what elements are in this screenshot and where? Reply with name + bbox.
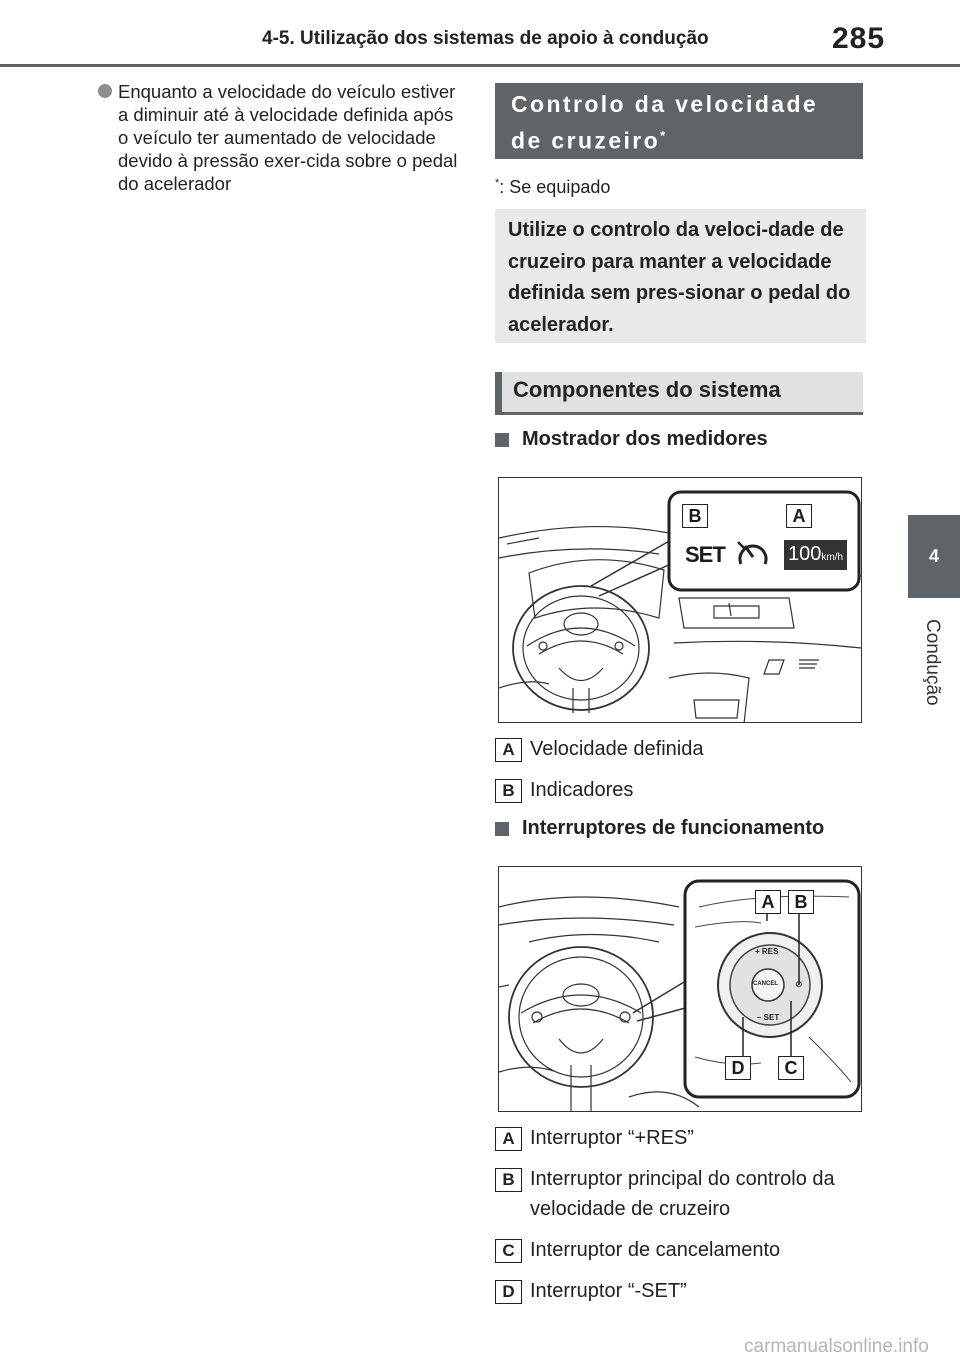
section-title: 4-5. Utilização dos sistemas de apoio à … bbox=[262, 28, 709, 49]
set-switch-text[interactable]: – SET bbox=[757, 1013, 780, 1022]
switch-heading: Interruptores de funcionamento bbox=[495, 817, 824, 840]
switch-legend-a: A Interruptor “+RES” bbox=[495, 1123, 694, 1153]
header-rule bbox=[0, 64, 960, 67]
callout-label-a: A bbox=[786, 504, 812, 528]
footnote-mark: * bbox=[495, 177, 500, 189]
footnote: *: Se equipado bbox=[495, 177, 610, 198]
res-switch-text[interactable]: + RES bbox=[755, 947, 779, 956]
page-number: 285 bbox=[832, 22, 886, 55]
set-speed-value: 100 bbox=[787, 543, 822, 565]
legend-badge: D bbox=[495, 1280, 522, 1304]
intro-box: Utilize o controlo da veloci-dade de cru… bbox=[495, 209, 866, 343]
chapter-tab[interactable]: 4 bbox=[908, 515, 960, 598]
switch-label-c: C bbox=[778, 1056, 804, 1080]
watermark-text: carmanualsonline.info bbox=[744, 1336, 929, 1357]
section-banner: Controlo da velocidade de cruzeiro* bbox=[495, 83, 863, 159]
legend-text: Indicadores bbox=[530, 779, 634, 801]
legend-text: Interruptor “+RES” bbox=[530, 1127, 694, 1149]
legend-text: Velocidade definida bbox=[530, 738, 704, 760]
square-bullet-icon bbox=[495, 821, 509, 836]
meter-heading: Mostrador dos medidores bbox=[495, 428, 768, 451]
set-speed-unit: km/h bbox=[821, 552, 844, 563]
legend-badge: A bbox=[495, 738, 522, 762]
components-banner: Componentes do sistema bbox=[495, 372, 863, 415]
asterisk-mark: * bbox=[660, 128, 668, 143]
set-indicator: SET bbox=[685, 542, 726, 567]
square-bullet-icon bbox=[495, 432, 509, 447]
cruise-indicator-icon bbox=[735, 536, 771, 575]
switch-figure: A B D C + RES CANCEL ⊘ – SET bbox=[498, 866, 862, 1112]
legend-badge: B bbox=[495, 779, 522, 803]
chapter-label: Condução bbox=[912, 612, 952, 712]
callout-label-b: B bbox=[682, 504, 708, 528]
switch-label-a: A bbox=[755, 890, 781, 914]
cruise-main-switch-icon[interactable]: ⊘ bbox=[795, 979, 803, 989]
bullet-text: Enquanto a velocidade do veículo estiver… bbox=[118, 81, 458, 194]
switch-legend-b: B Interruptor principal do controlo da v… bbox=[495, 1164, 865, 1224]
steering-switch-illustration bbox=[499, 879, 861, 1111]
switch-label-d: D bbox=[725, 1056, 751, 1080]
bullet-icon bbox=[98, 84, 112, 98]
legend-badge: B bbox=[495, 1168, 522, 1192]
cancel-switch-text[interactable]: CANCEL bbox=[753, 981, 778, 987]
section-banner-title: Controlo da velocidade de cruzeiro* bbox=[511, 91, 819, 154]
switch-legend-d: D Interruptor “-SET” bbox=[495, 1276, 687, 1306]
meter-heading-text: Mostrador dos medidores bbox=[522, 428, 768, 450]
meter-legend-b: B Indicadores bbox=[495, 775, 633, 805]
switch-label-b: B bbox=[788, 890, 814, 914]
switch-legend-c: C Interruptor de cancelamento bbox=[495, 1235, 780, 1265]
meter-legend-a: A Velocidade definida bbox=[495, 734, 703, 764]
legend-text: Interruptor de cancelamento bbox=[530, 1239, 781, 1261]
legend-text: Interruptor “-SET” bbox=[530, 1280, 687, 1302]
legend-text: Interruptor principal do controlo da vel… bbox=[530, 1168, 835, 1220]
legend-badge: C bbox=[495, 1239, 522, 1263]
footnote-text: : Se equipado bbox=[499, 177, 611, 197]
bullet-item: Enquanto a velocidade do veículo estiver… bbox=[98, 80, 468, 195]
switch-heading-text: Interruptores de funcionamento bbox=[522, 817, 825, 839]
legend-badge: A bbox=[495, 1127, 522, 1151]
chapter-label-text: Condução bbox=[922, 618, 943, 706]
